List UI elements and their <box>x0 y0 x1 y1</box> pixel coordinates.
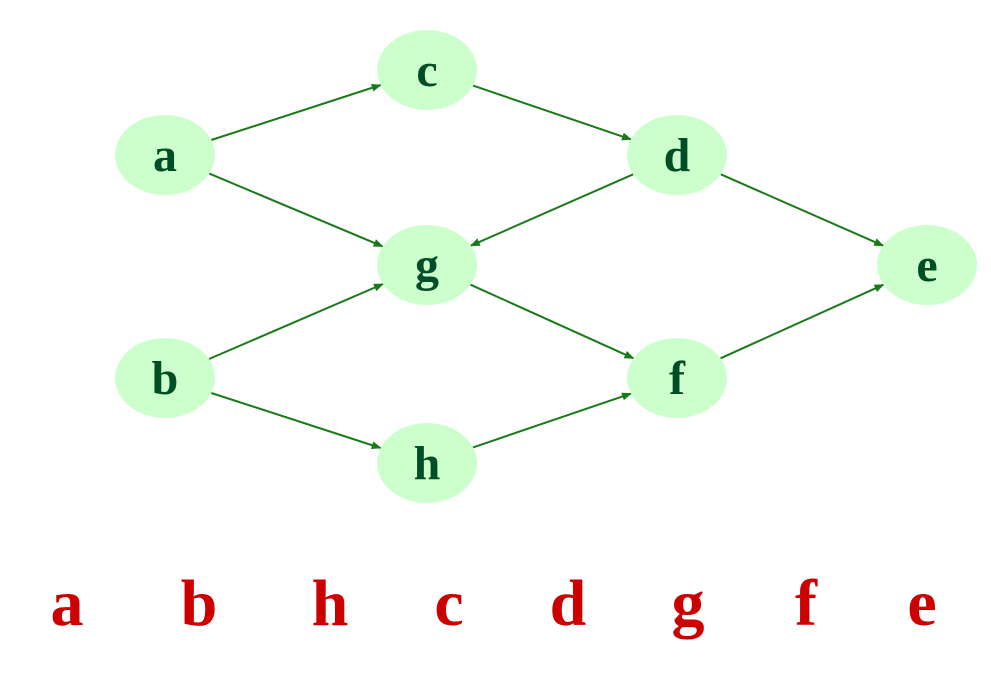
node-c-shape <box>377 30 477 110</box>
node-d: d <box>627 115 727 195</box>
edge-c-d <box>472 84 632 141</box>
order-item-1: a <box>51 567 84 640</box>
order-item-6: g <box>672 567 705 640</box>
node-b: b <box>115 338 215 418</box>
node-f-label: f <box>669 352 686 405</box>
node-e-shape <box>877 225 977 305</box>
order-item-4: c <box>434 567 463 640</box>
edge-d-g <box>469 173 634 247</box>
edge-a-g <box>208 172 384 248</box>
node-a: a <box>115 115 215 195</box>
node-b-label: b <box>152 352 179 405</box>
node-e: e <box>877 225 977 305</box>
node-g-shape <box>377 225 477 305</box>
edge-d-e <box>720 173 885 247</box>
node-a-shape <box>115 115 215 195</box>
node-e-label: e <box>916 239 937 292</box>
edge-g-f <box>470 283 635 360</box>
order-item-5: d <box>550 567 587 640</box>
edges-layer <box>208 83 885 450</box>
edge-h-f <box>472 392 632 449</box>
node-d-shape <box>627 115 727 195</box>
node-h: h <box>377 423 477 503</box>
order-item-3: h <box>312 567 349 640</box>
node-g: g <box>377 225 477 305</box>
edge-f-e <box>720 283 885 360</box>
node-f-shape <box>627 338 727 418</box>
edge-b-h <box>210 392 382 450</box>
node-b-shape <box>115 338 215 418</box>
node-h-label: h <box>414 437 441 490</box>
edge-b-g <box>208 283 384 360</box>
edge-a-c <box>210 83 382 141</box>
nodes-layer: a b c d e f g h <box>115 30 977 503</box>
node-d-label: d <box>664 129 691 182</box>
node-c-label: c <box>416 44 437 97</box>
order-item-2: b <box>181 567 218 640</box>
node-f: f <box>627 338 727 418</box>
node-h-shape <box>377 423 477 503</box>
node-g-label: g <box>415 239 439 292</box>
node-c: c <box>377 30 477 110</box>
order-item-8: e <box>907 567 936 640</box>
node-a-label: a <box>153 129 177 182</box>
order-item-7: f <box>795 567 818 640</box>
